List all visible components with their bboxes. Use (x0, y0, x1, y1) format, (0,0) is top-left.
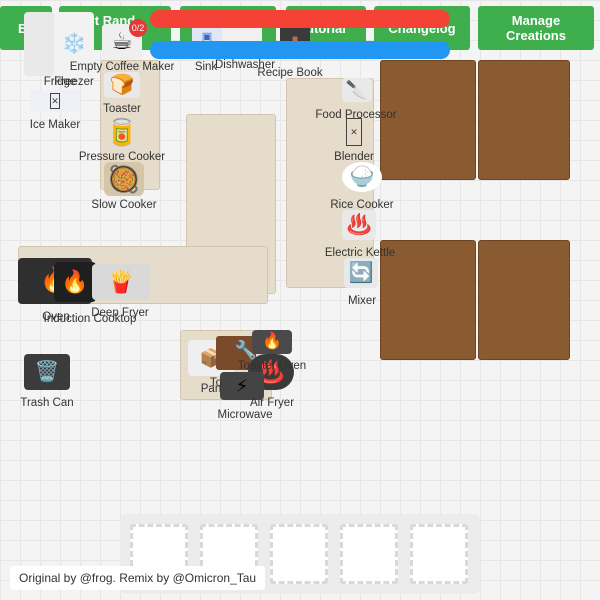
electric-kettle-label: Electric Kettle (324, 247, 396, 259)
pantry-label: Pan (200, 383, 222, 395)
freezer-label: Freezer (54, 76, 94, 88)
arrows-cycle-icon: 🔄 (348, 262, 374, 284)
toaster[interactable]: 🍞 (104, 72, 140, 98)
coffee-maker-label: Empty Coffee Maker (69, 61, 175, 73)
fridge[interactable] (24, 12, 54, 76)
mixer-label: Mixer (347, 295, 377, 307)
ice-maker[interactable]: ✕ (30, 90, 80, 112)
slow-cooker-label: Slow Cooker (91, 199, 157, 211)
manage-creations-button[interactable]: Manage Creations (478, 6, 594, 50)
pressure-cooker-icon: 🥫 (105, 117, 139, 147)
fire-icon: 🔥 (262, 333, 282, 350)
air-fryer-icon: ♨️ (257, 359, 285, 384)
toaster-label: Toaster (103, 103, 141, 115)
ice-maker-icon: ✕ (50, 93, 60, 109)
induction-cooktop[interactable]: 🔥 (54, 262, 96, 302)
health-bar-blue (150, 41, 450, 59)
trash-can[interactable]: 🗑️ (24, 354, 70, 390)
dining-table-bottom-right[interactable] (478, 240, 570, 360)
trash-can-label: Trash Can (20, 397, 74, 409)
food-processor[interactable]: 🔪 (342, 78, 372, 102)
book-icon: ■ (291, 34, 299, 45)
rice-icon: 🍚 (349, 166, 375, 188)
toaster-oven-partial-label: To (209, 377, 223, 389)
wrench-tool[interactable]: 🔧 (234, 338, 258, 362)
recipe-book-label: Recipe Book (257, 67, 323, 79)
inventory-slot-4[interactable] (340, 524, 398, 584)
toaster-oven-label: Toaster Oven (237, 360, 307, 372)
fries-icon: 🍟 (107, 269, 135, 294)
coffee-maker-badge: 0/2 (129, 19, 147, 37)
microwave[interactable]: ⚡ (220, 372, 264, 400)
lightning-icon: ⚡ (235, 376, 249, 396)
fridge-label: Fridge (43, 76, 77, 88)
sink-icon: ▣ (201, 30, 213, 43)
rice-cooker-label: Rice Cooker (330, 199, 394, 211)
slow-cooker-icon: 🥘 (107, 164, 141, 194)
toaster-oven[interactable]: 🔥 (252, 330, 292, 354)
snowflake-icon: ❄️ (61, 33, 87, 55)
blender-label: Blender (334, 151, 374, 163)
bread-icon: 🍞 (109, 74, 135, 96)
electric-kettle[interactable]: ♨️ (342, 210, 376, 240)
induction-cooktop-label: Induction Cooktop (43, 313, 137, 325)
dining-table-bottom-left[interactable] (380, 240, 476, 360)
slow-cooker[interactable]: 🥘 (104, 162, 144, 196)
wrench-icon: 🔧 (234, 340, 258, 360)
ice-maker-label: Ice Maker (29, 119, 81, 131)
dining-table-top-right[interactable] (478, 60, 570, 180)
fire-icon: 🔥 (61, 269, 89, 294)
credits: Original by @frog. Remix by @Omicron_Tau (10, 566, 266, 590)
inventory-slot-3[interactable] (270, 524, 328, 584)
blender[interactable]: ✕ (344, 118, 364, 146)
hot-springs-icon: ♨️ (346, 214, 372, 236)
mixer[interactable]: 🔄 (344, 258, 378, 288)
microwave-label: Microwave (217, 409, 273, 421)
pressure-cooker-label: Pressure Cooker (78, 151, 166, 163)
freezer[interactable]: ❄️ (54, 12, 94, 76)
oven-label: Oven (42, 311, 70, 323)
dining-table-top-left[interactable] (380, 60, 476, 180)
food-processor-label: Food Processor (315, 109, 397, 121)
deep-fryer-label: Deep Fryer (91, 307, 149, 319)
air-fryer-label: Air Fryer (249, 397, 295, 409)
blender-icon: ✕ (346, 118, 362, 146)
dishwasher-label: Dishwasher (214, 59, 276, 71)
health-bar-red (150, 10, 450, 28)
trash-icon: 🗑️ (34, 361, 60, 383)
deep-fryer[interactable]: 🍟 (92, 264, 150, 300)
coffee-icon: ☕ (111, 28, 133, 55)
pressure-cooker[interactable]: 🥫 (104, 116, 140, 148)
rice-cooker[interactable]: 🍚 (342, 162, 382, 192)
sink-label: Sink (194, 61, 218, 73)
knife-icon: 🔪 (345, 80, 369, 100)
inventory-slot-5[interactable] (410, 524, 468, 584)
